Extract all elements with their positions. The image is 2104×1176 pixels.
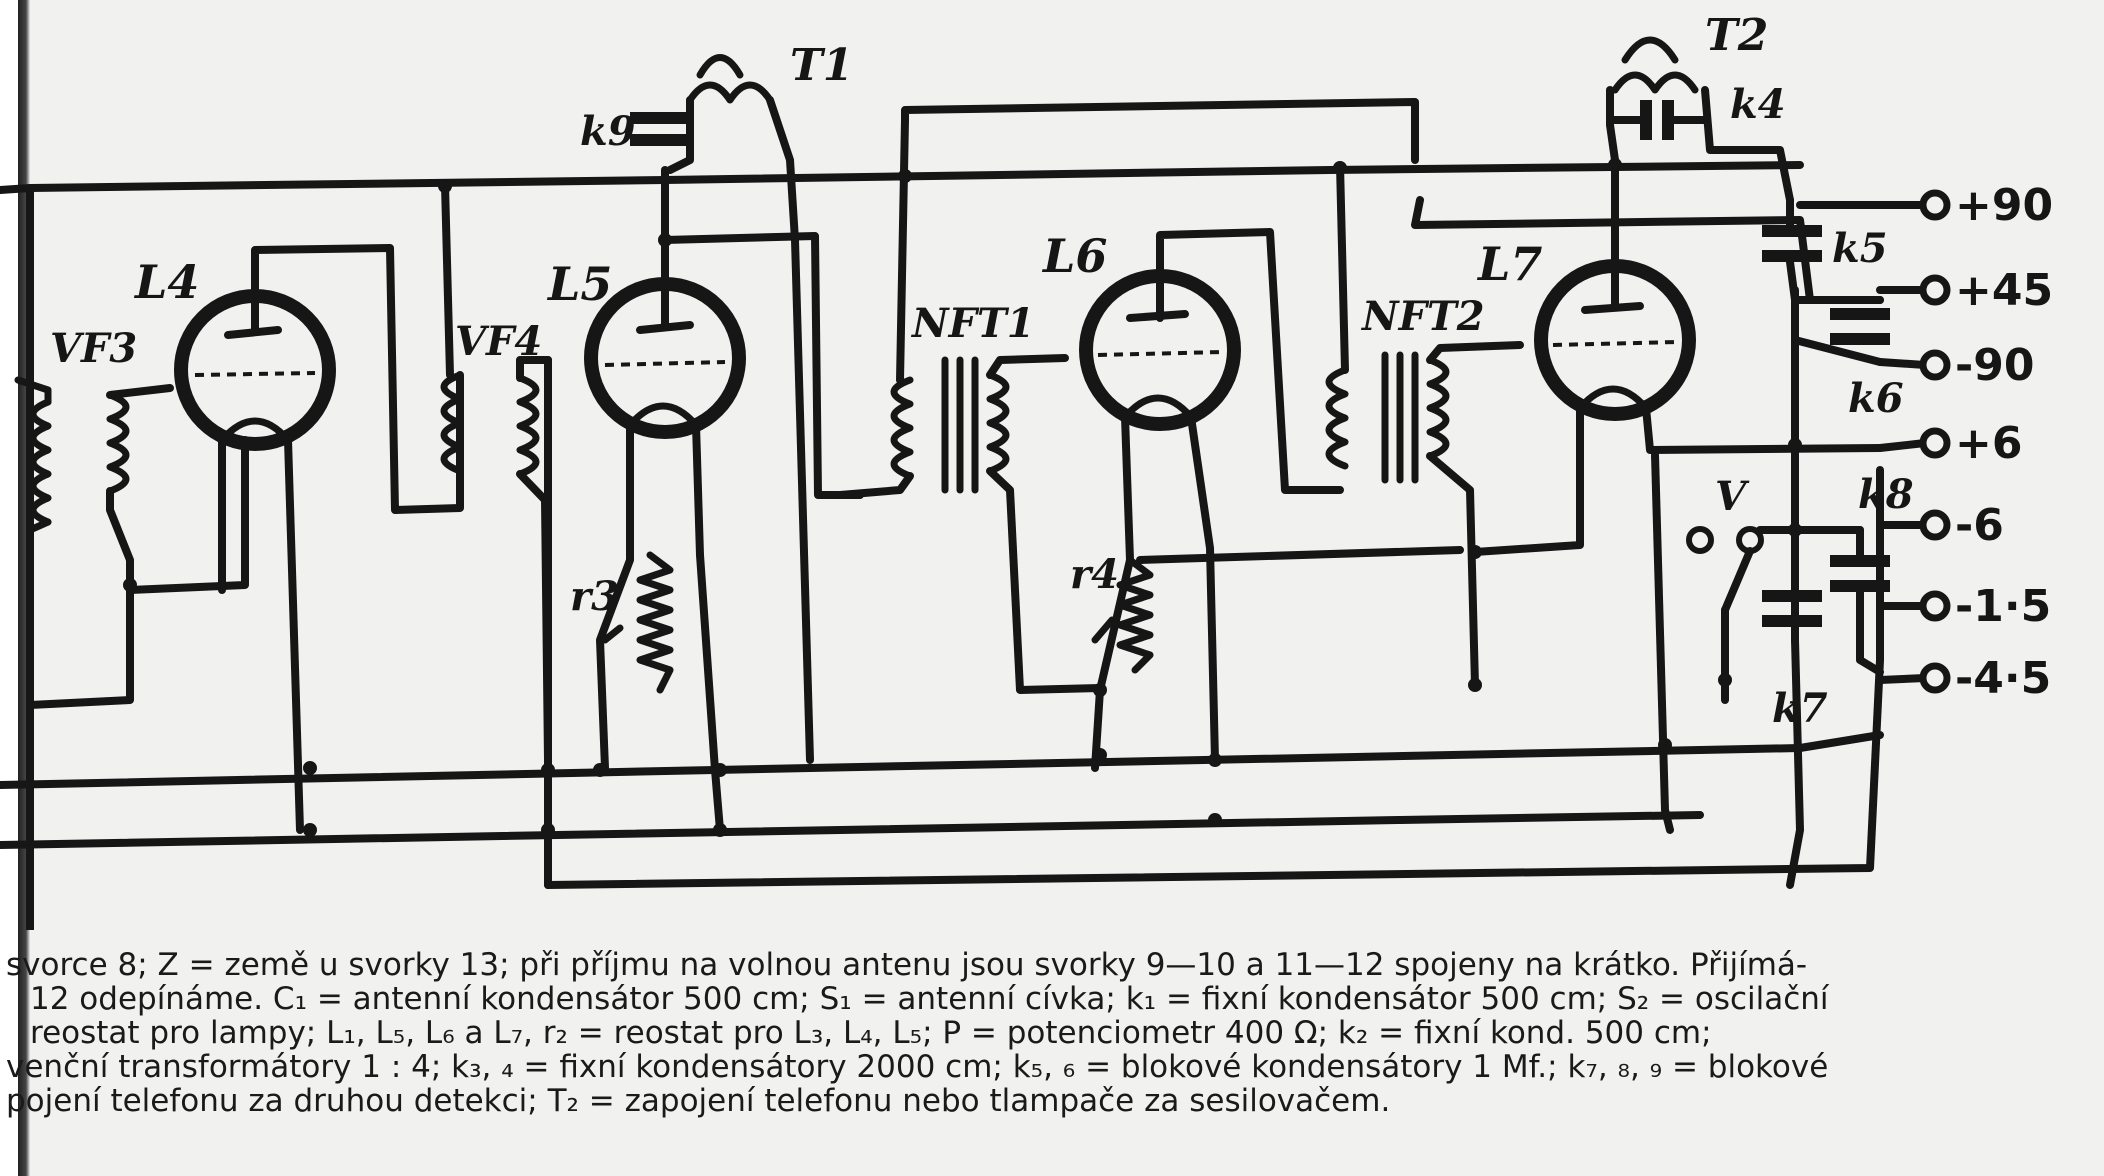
resistor-label-r3: r3 <box>570 573 619 620</box>
capacitor-label-k5: k5 <box>1832 225 1888 272</box>
tube-l6 <box>1079 228 1464 827</box>
circuit-schematic: L4 L5 L6 L7 VF3 VF4 NFT1 NFT2 T1 T2 k9 k… <box>0 10 2053 930</box>
resistor-label-r4: r4 <box>1070 551 1119 598</box>
capacitor-label-k8: k8 <box>1858 471 1914 518</box>
capacitors-right <box>1686 196 1890 889</box>
tube-l7 <box>1468 156 1884 834</box>
terminal-circles <box>1796 189 1951 694</box>
junction-dots <box>438 158 1622 837</box>
caption-line-3: reostat pro lampy; L₁, L₅, L₆ a L₇, r₂ =… <box>30 1015 1712 1051</box>
coil-label-vf4: VF4 <box>455 318 542 365</box>
caption-line-2: 12 odepínáme. C₁ = antenní kondensátor 5… <box>30 981 1829 1017</box>
caption-line-5: pojení telefonu za druhou detekci; T₂ = … <box>6 1083 1391 1119</box>
capacitor-label-k9: k9 <box>580 108 636 155</box>
tube-label-l4: L4 <box>133 255 199 309</box>
terminal-label-plus-45: +45 <box>1955 265 2053 316</box>
terminal-label-minus-6: -6 <box>1955 500 2004 551</box>
terminal-label-minus-90: -90 <box>1955 340 2035 391</box>
switch-label-v: V <box>1715 473 1750 520</box>
tube-l5 <box>584 166 864 837</box>
book-binding-edge <box>0 0 30 1176</box>
tube-label-l5: L5 <box>546 257 612 311</box>
tube-label-l6: L6 <box>1041 229 1107 283</box>
terminal-label-plus-6: +6 <box>1955 418 2022 469</box>
transformer-t1 <box>630 54 814 764</box>
capacitor-label-k4: k4 <box>1730 81 1786 128</box>
coil-label-nft1: NFT1 <box>910 300 1035 347</box>
transformer-label-t1: T1 <box>790 40 853 91</box>
capacitor-label-k7: k7 <box>1772 685 1828 732</box>
transformer-nft2 <box>1325 161 1884 689</box>
tube-l4 <box>174 244 464 837</box>
terminal-label-minus-4-5: -4·5 <box>1955 653 2051 704</box>
transformer-t2 <box>1606 36 1794 204</box>
coil-label-vf3: VF3 <box>50 325 137 372</box>
terminal-label-plus-90: +90 <box>1955 180 2053 231</box>
transformer-label-t2: T2 <box>1705 10 1768 61</box>
capacitor-label-k6: k6 <box>1848 375 1904 422</box>
caption-line-1: svorce 8; Z = země u svorky 13; při příj… <box>6 947 1808 983</box>
transformer-nft1 <box>836 116 1104 694</box>
coil-label-nft2: NFT2 <box>1360 293 1485 340</box>
tube-label-l7: L7 <box>1476 237 1542 291</box>
coil-vf3 <box>14 376 249 709</box>
caption-line-4: venční transformátory 1 : 4; k₃, ₄ = fix… <box>6 1049 1829 1085</box>
figure-caption: svorce 8; Z = země u svorky 13; při příj… <box>0 948 2104 1148</box>
terminal-label-minus-1-5: -1·5 <box>1955 581 2051 632</box>
coil-vf4 <box>440 181 552 764</box>
